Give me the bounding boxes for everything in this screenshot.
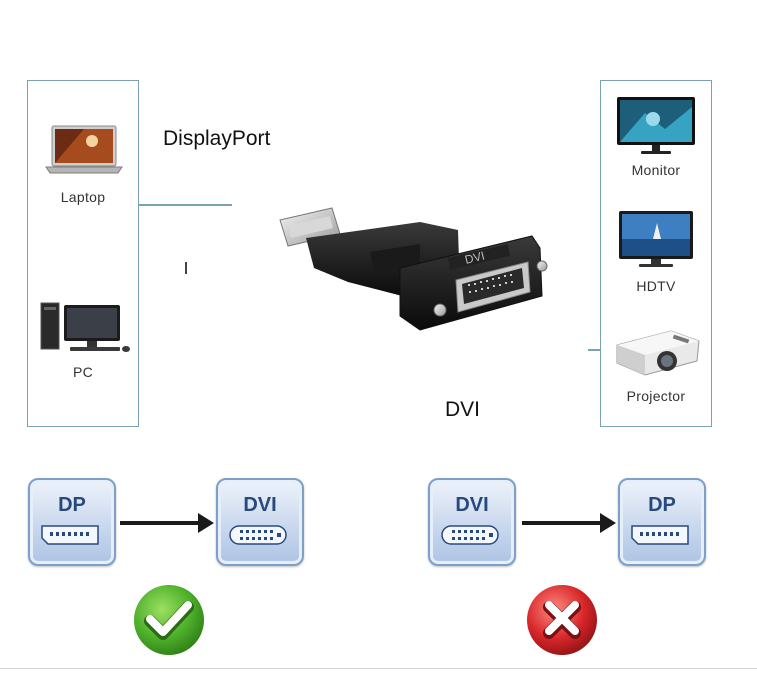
- arrowhead-icon: [600, 513, 616, 533]
- arrow-dp-to-dvi: [120, 521, 202, 525]
- source-devices-panel: Laptop PC: [27, 80, 139, 427]
- displayport-label: DisplayPort: [163, 127, 271, 150]
- check-icon: [134, 585, 204, 655]
- laptop-icon: [45, 125, 123, 174]
- small-tick-mark: [185, 262, 187, 274]
- dvi-port-icon: [441, 525, 499, 545]
- svg-text:DVI: DVI: [463, 248, 486, 266]
- dvi-label: DVI: [445, 398, 481, 421]
- dvi-port-icon: [229, 525, 287, 545]
- dvi-source-badge: DVI: [428, 478, 516, 566]
- projector-icon: [616, 330, 700, 376]
- dp-target-badge: DP: [618, 478, 706, 566]
- arrowhead-icon: [198, 513, 214, 533]
- device-label-projector: Projector: [626, 388, 686, 404]
- badge-label: DVI: [243, 494, 277, 516]
- arrow-dvi-to-dp: [522, 521, 604, 525]
- dvi-target-badge: DVI: [216, 478, 304, 566]
- dp-source-badge: DP: [28, 478, 116, 566]
- monitor-icon: [617, 97, 695, 154]
- connector-line-left: [138, 204, 232, 206]
- connector-line-right: [588, 349, 600, 351]
- hdtv-icon: [619, 211, 693, 267]
- displayport-port-icon: [631, 525, 689, 545]
- displayport-port-icon: [41, 525, 99, 545]
- device-label-hdtv: HDTV: [636, 278, 676, 294]
- display-devices-panel: Monitor HDTV Projector: [600, 80, 712, 427]
- desktop-pc-icon: [40, 302, 130, 352]
- bottom-divider: [0, 668, 757, 669]
- device-label-monitor: Monitor: [631, 162, 681, 178]
- badge-label: DP: [648, 494, 676, 516]
- device-label-laptop: Laptop: [60, 189, 106, 205]
- badge-label: DVI: [455, 494, 489, 516]
- cross-icon: [527, 585, 597, 655]
- badge-label: DP: [58, 494, 86, 516]
- dp-to-dvi-adapter-image: DVI: [279, 207, 548, 331]
- device-label-pc: PC: [72, 364, 94, 380]
